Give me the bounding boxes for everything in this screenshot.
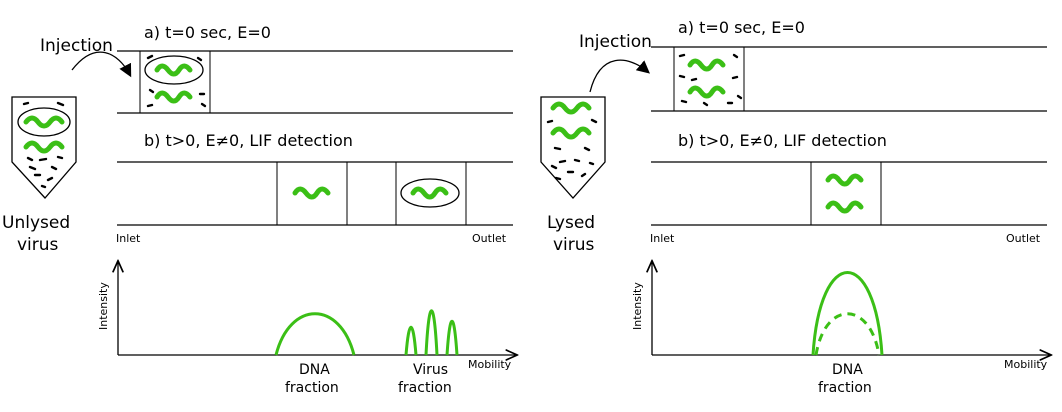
right-panel: Lysed virus Injection a) t=0 sec, E=0 b)… [540, 18, 1050, 396]
left-panel: Unlysed virus Injection a) t=0 sec, E=0 … [2, 23, 516, 396]
outlet-label: Outlet [472, 232, 507, 245]
unlysed-virus-tube [11, 96, 77, 199]
step-a-label: a) t=0 sec, E=0 [144, 23, 271, 42]
x-axis-label: Mobility [1004, 358, 1048, 371]
sample-label-line2: virus [553, 235, 595, 255]
electropherogram-left: Intensity Mobility DNA fraction Virus fr… [97, 262, 516, 396]
dna-fraction-label-1: DNA [299, 362, 330, 378]
dna-fraction-peak [274, 312, 356, 356]
dna-fraction-label-1: DNA [832, 362, 863, 378]
virus-peak-2 [424, 309, 439, 356]
x-axis-label: Mobility [468, 358, 512, 371]
injection-label: Injection [579, 32, 652, 52]
dna-fraction-label-2: fraction [818, 380, 872, 396]
y-axis-label: Intensity [631, 282, 644, 330]
sample-label-line2: virus [17, 235, 59, 255]
virus-fraction-label-1: Virus [413, 362, 448, 378]
sample-label-line1: Lysed [547, 213, 595, 233]
lysed-virus-tube [540, 96, 606, 199]
dna-fraction-peak-dashed [814, 312, 881, 356]
electropherogram-right: Intensity Mobility DNA fraction [631, 262, 1050, 396]
capillary-b [651, 161, 1047, 226]
capillary-b [117, 161, 513, 226]
capillary-a [651, 46, 1047, 112]
step-b-label: b) t>0, E≠0, LIF detection [144, 131, 353, 150]
step-b-label: b) t>0, E≠0, LIF detection [678, 131, 887, 150]
injection-arrow [589, 59, 650, 93]
virus-peak-1 [404, 326, 418, 356]
dna-fraction-label-2: fraction [285, 380, 339, 396]
inlet-label: Inlet [116, 232, 141, 245]
step-a-label: a) t=0 sec, E=0 [678, 18, 805, 37]
dna-fraction-peak-lysed [811, 271, 884, 356]
injection-arrow [71, 51, 132, 78]
capillary-a [117, 50, 513, 114]
injection-label: Injection [40, 36, 113, 56]
virus-fraction-label-2: fraction [398, 380, 452, 396]
sample-label-line1: Unlysed [2, 213, 70, 233]
virus-peak-3 [445, 319, 459, 356]
y-axis-label: Intensity [97, 282, 110, 330]
outlet-label: Outlet [1006, 232, 1041, 245]
inlet-label: Inlet [650, 232, 675, 245]
